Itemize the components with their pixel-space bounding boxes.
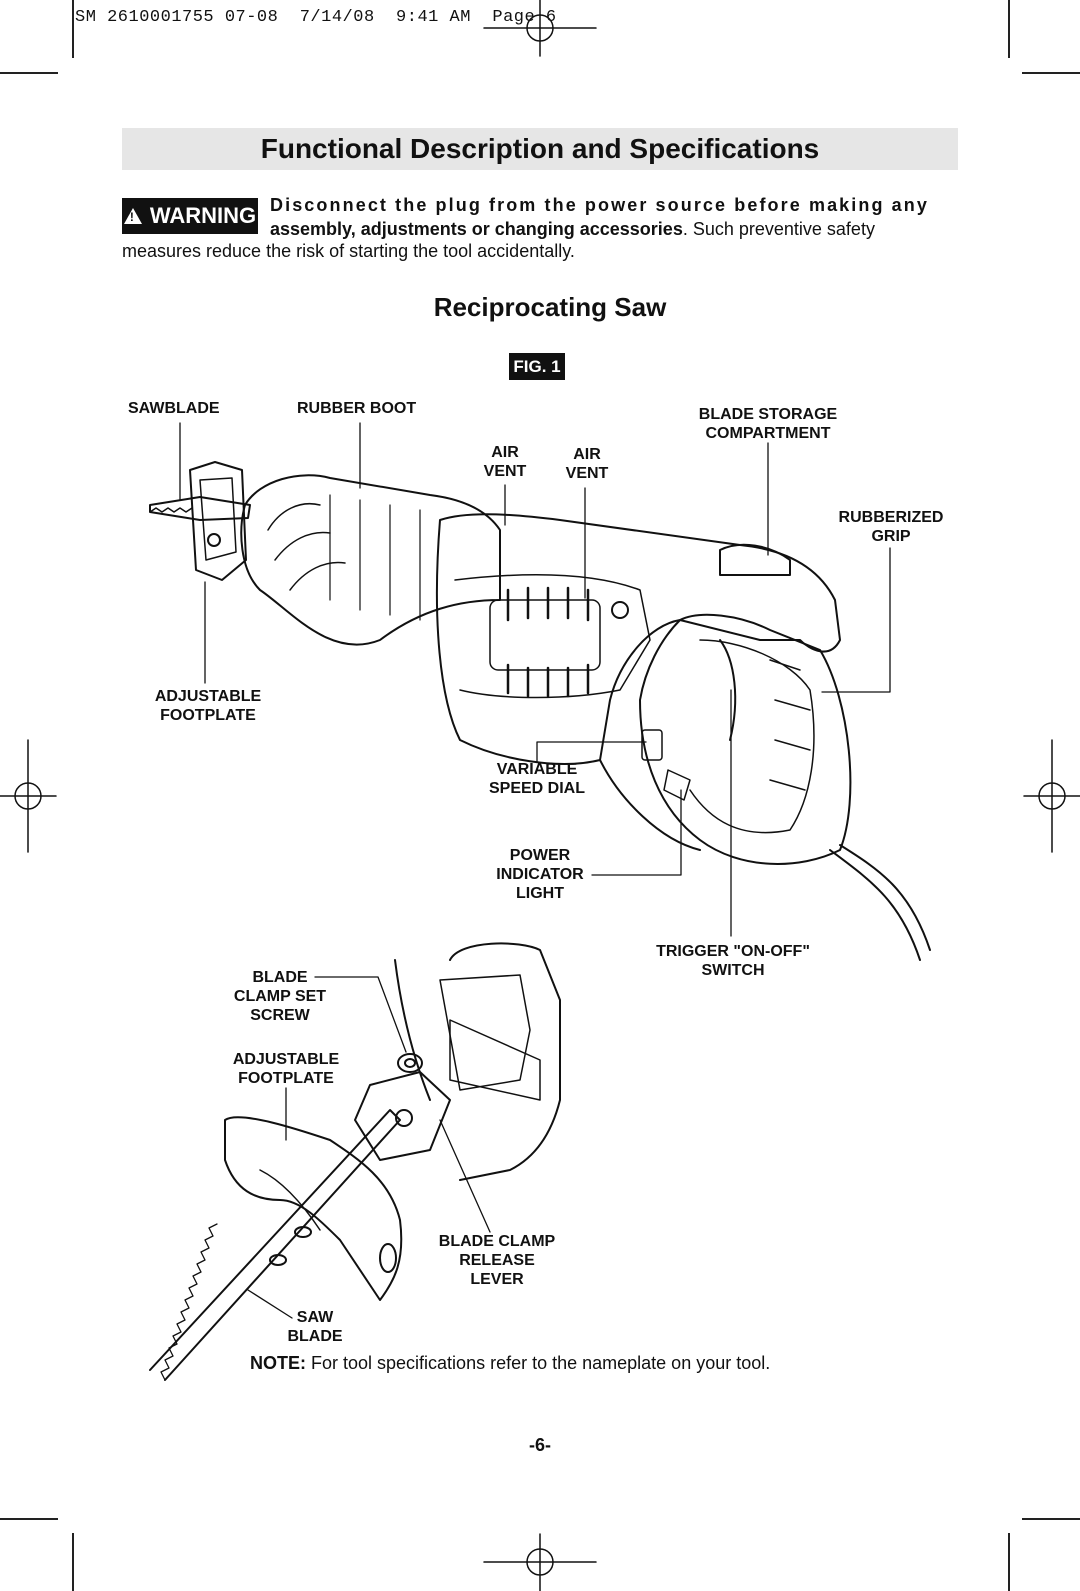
print-slug: SM 2610001755 07-08 7/14/08 9:41 AM Page… xyxy=(75,8,557,27)
warning-text-line3: measures reduce the risk of starting the… xyxy=(122,241,575,261)
blade-clamp-detail xyxy=(149,942,561,1381)
warning-text-line2: assembly, adjustments or changing access… xyxy=(270,219,875,240)
page-number: -6- xyxy=(529,1435,551,1455)
registration-mark-left xyxy=(0,739,57,853)
warning-badge-label: WARNING xyxy=(149,203,257,228)
label-sawblade: SAWBLADE xyxy=(128,400,220,417)
saw-body xyxy=(149,461,931,961)
warning-triangle-icon xyxy=(123,208,142,224)
note-label: NOTE: xyxy=(250,1353,306,1373)
registration-mark-right xyxy=(1023,739,1080,853)
warning-badge: WARNING xyxy=(122,198,258,234)
specifications-note: NOTE: For tool specifications refer to t… xyxy=(250,1353,770,1374)
figure-subtitle: Reciprocating Saw xyxy=(433,292,667,322)
warning-bold-phrase: assembly, adjustments or changing access… xyxy=(270,219,683,239)
section-title-bar: Functional Description and Specification… xyxy=(122,128,958,170)
registration-mark-bottom xyxy=(483,1533,597,1591)
leader-lines xyxy=(179,422,891,1319)
note-text: For tool specifications refer to the nam… xyxy=(306,1353,771,1373)
figure-badge: FIG. 1 xyxy=(509,353,565,380)
registration-mark-top xyxy=(483,0,597,57)
label-rubber-boot: RUBBER BOOT xyxy=(297,400,417,417)
warning-rest: . Such preventive safety xyxy=(682,219,875,239)
section-title: Functional Description and Specification… xyxy=(260,133,820,164)
warning-text-line1: Disconnect the plug from the power sourc… xyxy=(270,195,929,215)
label-trigger-switch: TRIGGER "ON-OFF"SWITCH xyxy=(656,943,810,979)
